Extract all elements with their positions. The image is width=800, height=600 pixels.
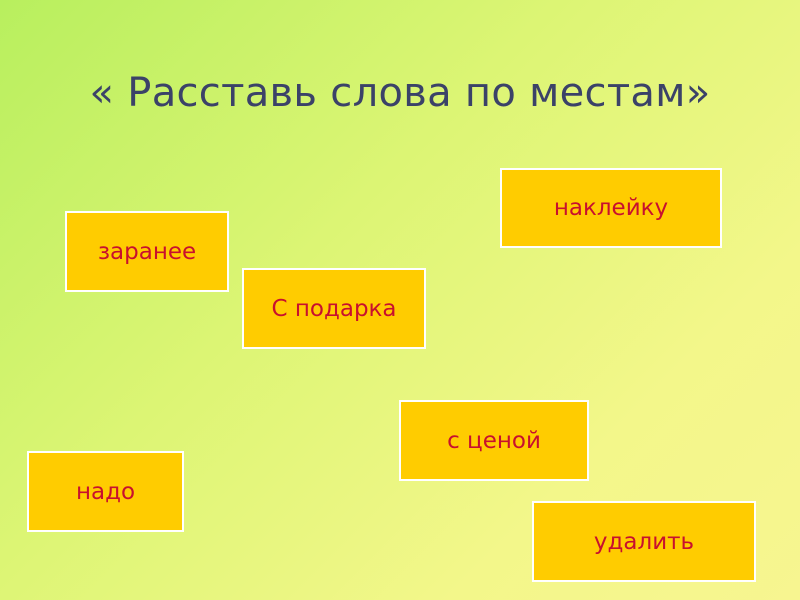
word-card-label: надо bbox=[75, 478, 136, 505]
slide-title: « Расставь слова по местам» bbox=[89, 70, 711, 116]
word-card-tsenoy[interactable]: с ценой bbox=[399, 400, 589, 481]
word-card-nado[interactable]: надо bbox=[27, 451, 184, 532]
word-card-zaranee[interactable]: заранее bbox=[65, 211, 229, 292]
word-card-label: удалить bbox=[593, 528, 695, 555]
word-card-label: с ценой bbox=[447, 427, 541, 454]
word-card-label: заранее bbox=[97, 238, 197, 265]
word-card-podarka[interactable]: С подарка bbox=[242, 268, 426, 349]
word-card-label: наклейку bbox=[553, 195, 669, 221]
word-card-udalit[interactable]: удалить bbox=[532, 501, 756, 582]
word-card-label: С подарка bbox=[271, 295, 397, 322]
word-card-nakleyku[interactable]: наклейку bbox=[500, 168, 722, 248]
